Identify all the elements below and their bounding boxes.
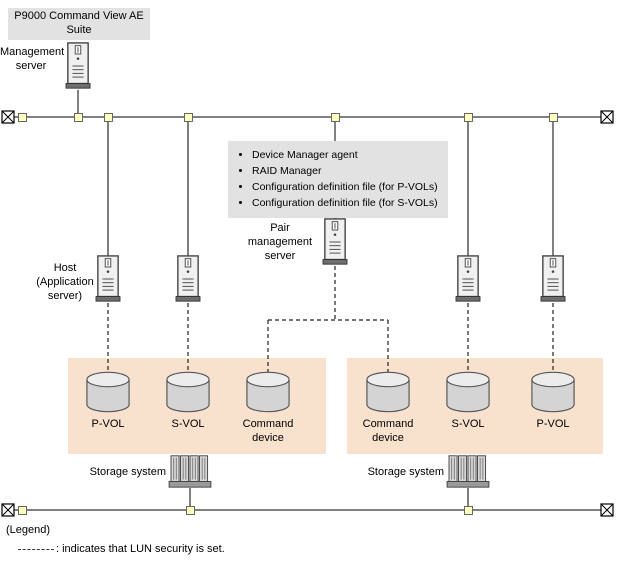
lan-node	[186, 506, 195, 515]
lan-node	[104, 113, 113, 122]
svol-cylinder-icon-left	[165, 370, 211, 414]
volume-label: Command device	[242, 418, 294, 444]
pair-management-server-icon	[322, 218, 348, 266]
volume-label: S-VOL	[171, 418, 205, 430]
command-device-cylinder-icon-left	[245, 370, 291, 414]
volume-label: P-VOL	[536, 418, 570, 430]
suite-title-box: P9000 Command View AE Suite	[8, 8, 150, 40]
management-server-label: Management server	[0, 46, 65, 72]
lan-node	[331, 113, 340, 122]
pvol-cylinder-icon-right	[530, 370, 576, 414]
dashed-line-sample	[18, 548, 54, 550]
management-server-icon	[65, 42, 91, 90]
host-label: Host (Application server)	[36, 262, 94, 302]
agent-components-list: Device Manager agent RAID Manager Config…	[238, 148, 438, 211]
agent-components-box: Device Manager agent RAID Manager Config…	[228, 141, 448, 218]
lan-node	[549, 113, 558, 122]
lan-terminator-icon	[600, 110, 614, 124]
lan-node	[74, 113, 83, 122]
suite-title-label: P9000 Command View AE Suite	[14, 10, 144, 36]
lan-terminator-icon	[600, 503, 614, 517]
legend-text: : indicates that LUN security is set.	[56, 543, 225, 555]
pvol-cylinder-icon-left	[85, 370, 131, 414]
lan-node	[464, 113, 473, 122]
host-server-icon-3	[455, 255, 481, 303]
host-server-icon-1	[95, 255, 121, 303]
lan-node	[464, 506, 473, 515]
lan-node	[18, 113, 27, 122]
agent-item: Configuration definition file (for P-VOL…	[252, 180, 438, 195]
host-server-icon-2	[175, 255, 201, 303]
storage-system-label-right: Storage system	[367, 466, 444, 478]
volume-label: P-VOL	[91, 418, 125, 430]
storage-system-label-left: Storage system	[89, 466, 166, 478]
pair-management-server-label: Pair management server	[247, 222, 313, 262]
svol-cylinder-icon-right	[445, 370, 491, 414]
lan-node	[184, 113, 193, 122]
lan-terminator-icon	[1, 503, 15, 517]
agent-item: Configuration definition file (for S-VOL…	[252, 196, 438, 211]
storage-array-icon-right	[446, 452, 490, 490]
legend-entry: : indicates that LUN security is set.	[18, 543, 225, 555]
host-server-icon-4	[540, 255, 566, 303]
volume-label: Command device	[362, 418, 414, 444]
volume-label: S-VOL	[451, 418, 485, 430]
legend-title: (Legend)	[6, 524, 51, 536]
agent-item: RAID Manager	[252, 164, 438, 179]
agent-item: Device Manager agent	[252, 148, 438, 163]
lan-terminator-icon	[1, 110, 15, 124]
lan-node	[18, 506, 27, 515]
storage-array-icon-left	[168, 452, 212, 490]
command-device-cylinder-icon-right	[365, 370, 411, 414]
